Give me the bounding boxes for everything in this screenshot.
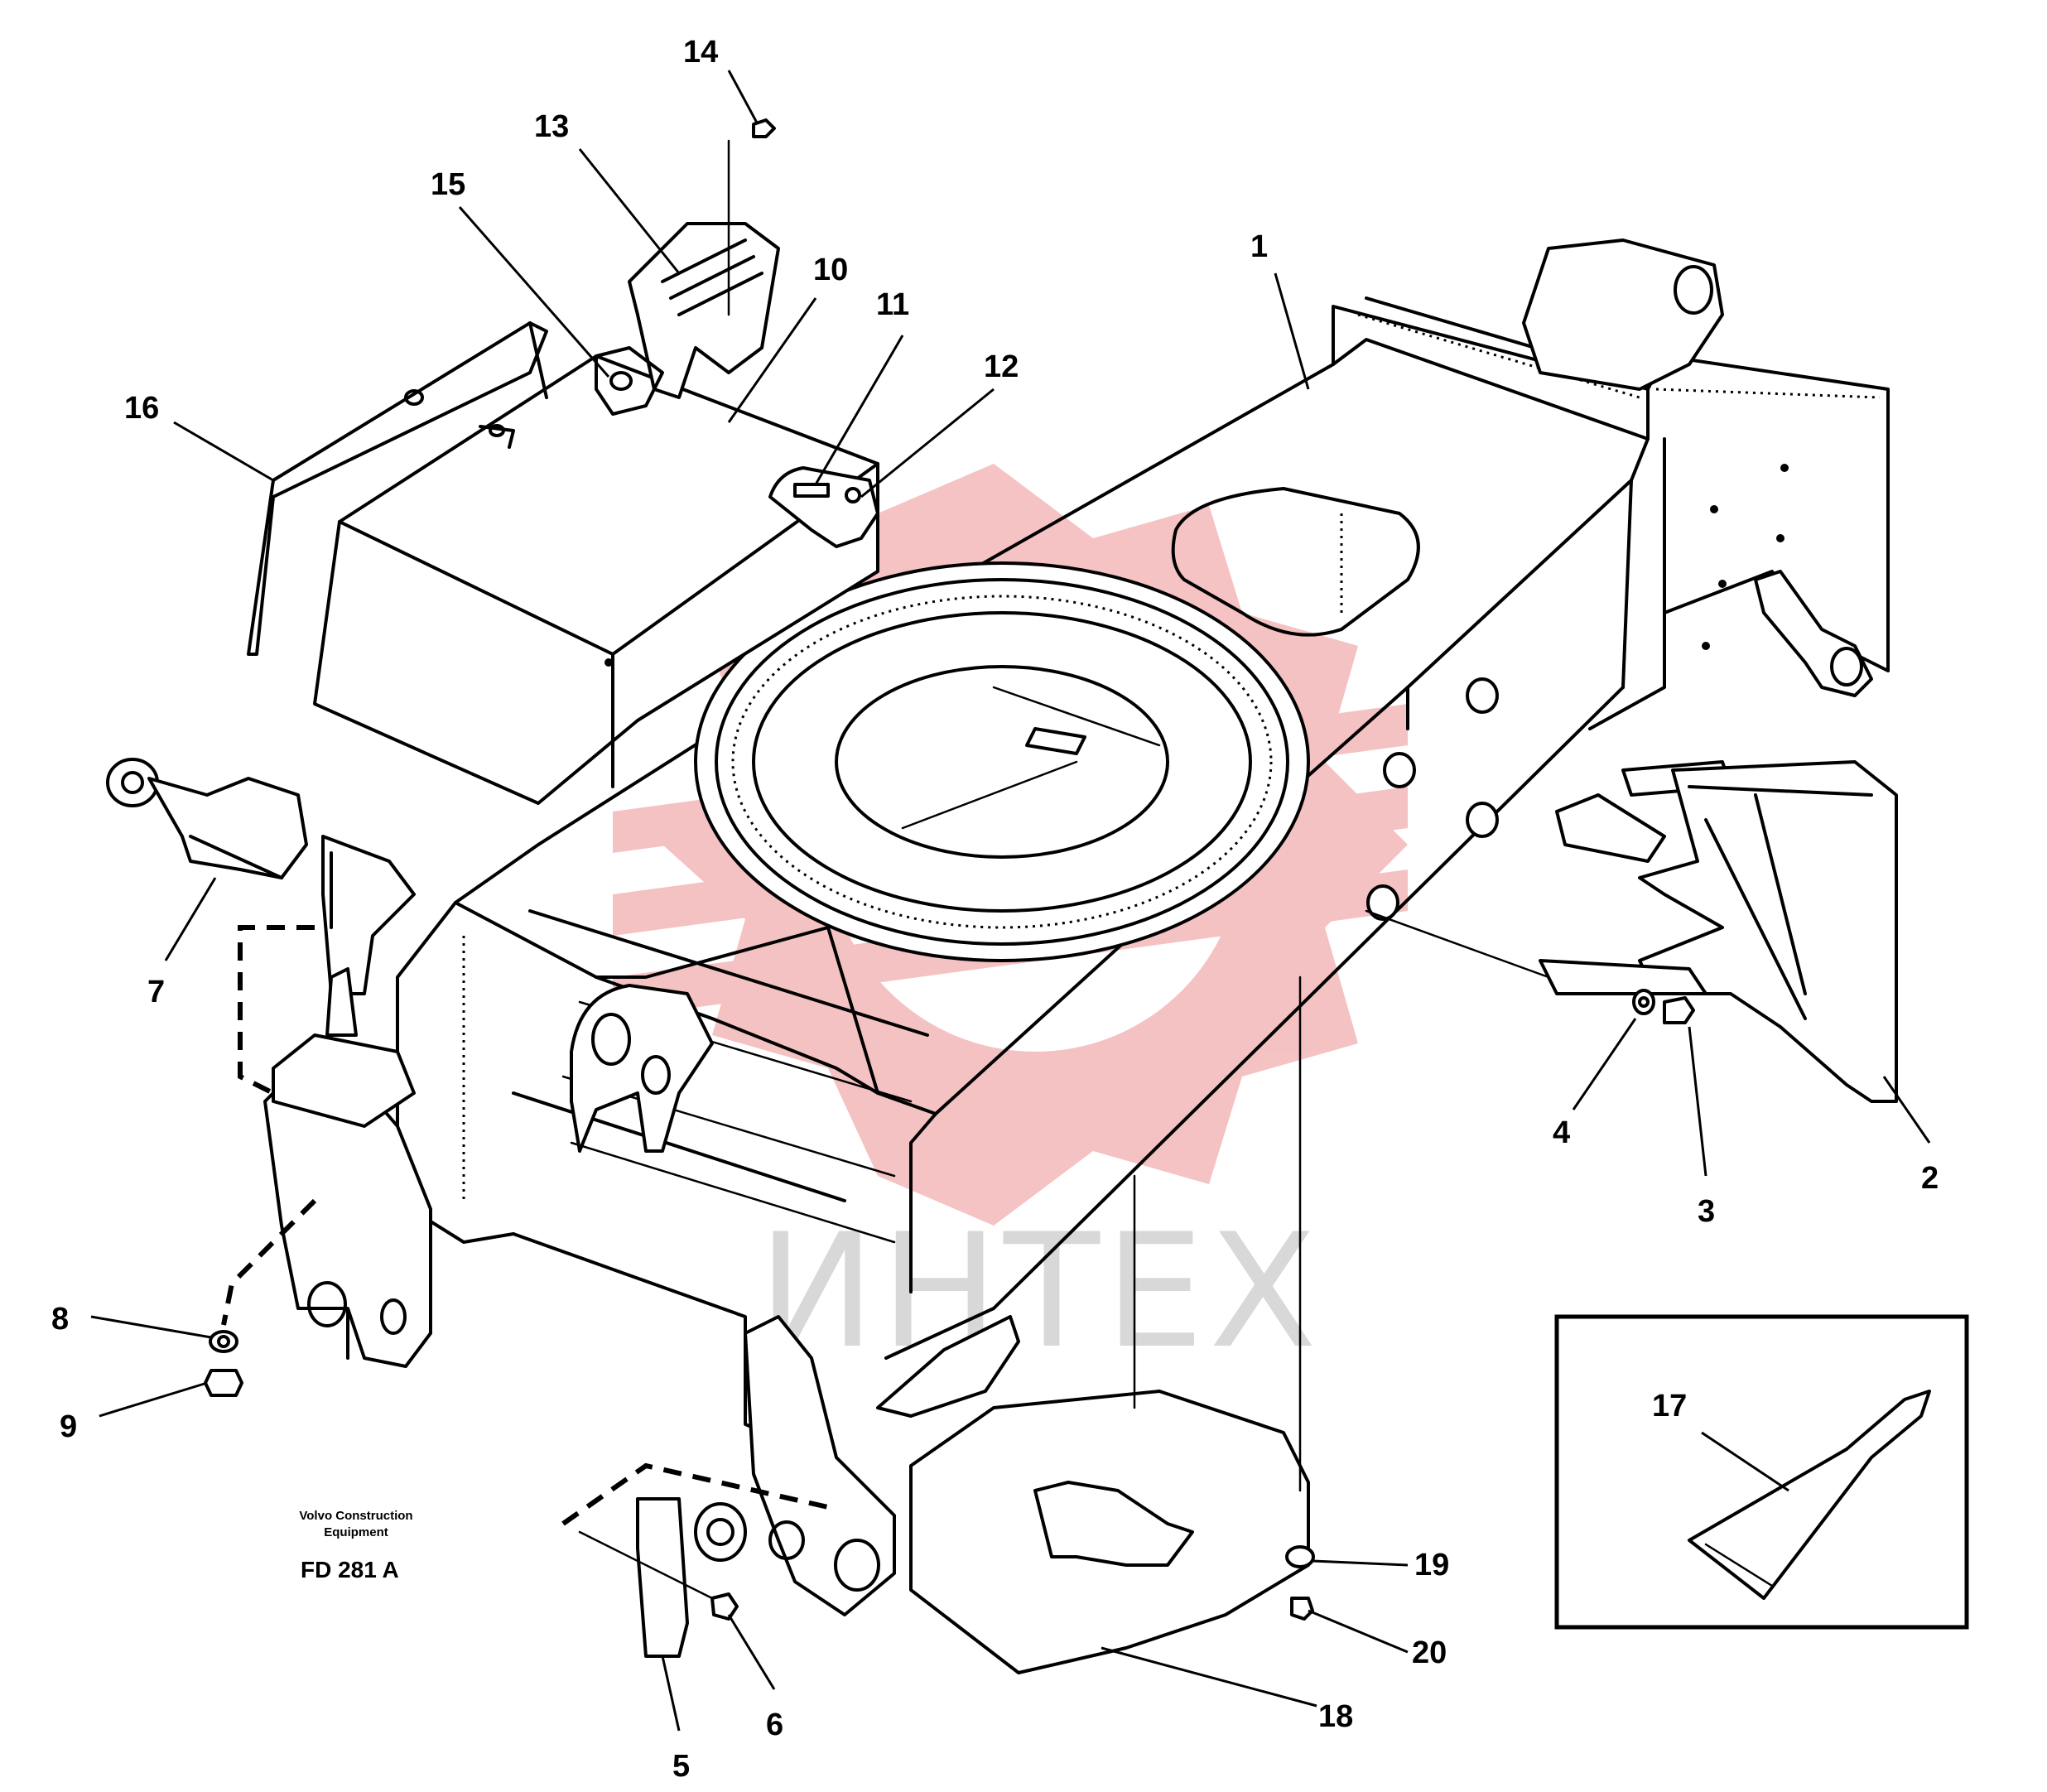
drawing-caption: Volvo Construction Equipment FD 281 A bbox=[299, 1509, 412, 1582]
sealant-tube-icon bbox=[1688, 1390, 1931, 1600]
main-frame bbox=[263, 238, 1890, 1616]
callout-9: 9 bbox=[60, 1409, 77, 1444]
callout-12: 12 bbox=[984, 349, 1019, 384]
leader-lines bbox=[90, 70, 1931, 1732]
callout-3: 3 bbox=[1698, 1194, 1715, 1229]
rear-right-bracket bbox=[1365, 760, 1898, 1103]
callout-1: 1 bbox=[1250, 229, 1268, 264]
callout-6: 6 bbox=[766, 1708, 783, 1742]
callout-numbers: 1 2 3 4 5 6 7 8 9 10 11 12 13 14 15 16 1… bbox=[51, 35, 1939, 1784]
callout-15: 15 bbox=[431, 167, 465, 202]
callout-20: 20 bbox=[1412, 1635, 1447, 1670]
latch-assembly bbox=[768, 466, 879, 548]
callout-2: 2 bbox=[1921, 1161, 1939, 1196]
callout-16: 16 bbox=[124, 391, 159, 426]
callout-19: 19 bbox=[1414, 1548, 1449, 1582]
caption-line2: Equipment bbox=[324, 1525, 388, 1539]
callout-17: 17 bbox=[1652, 1389, 1687, 1423]
bottom-plate bbox=[909, 975, 1315, 1674]
callout-8: 8 bbox=[51, 1302, 69, 1337]
callout-14: 14 bbox=[683, 35, 718, 70]
callout-7: 7 bbox=[147, 975, 165, 1009]
drawing-code: FD 281 A bbox=[301, 1557, 399, 1582]
top-bracket bbox=[479, 118, 780, 449]
caption-line1: Volvo Construction bbox=[299, 1509, 412, 1523]
callout-10: 10 bbox=[813, 253, 848, 287]
callout-13: 13 bbox=[534, 109, 569, 144]
cover-box bbox=[313, 354, 879, 805]
side-plate bbox=[247, 321, 548, 656]
front-left-bracket bbox=[106, 758, 416, 1397]
front-right-bracket bbox=[561, 1462, 829, 1658]
callout-4: 4 bbox=[1553, 1115, 1570, 1150]
callout-18: 18 bbox=[1318, 1699, 1353, 1734]
watermark-text: ИНТЕХ bbox=[758, 1200, 1322, 1383]
callout-5: 5 bbox=[672, 1749, 690, 1784]
callout-11: 11 bbox=[876, 287, 909, 322]
